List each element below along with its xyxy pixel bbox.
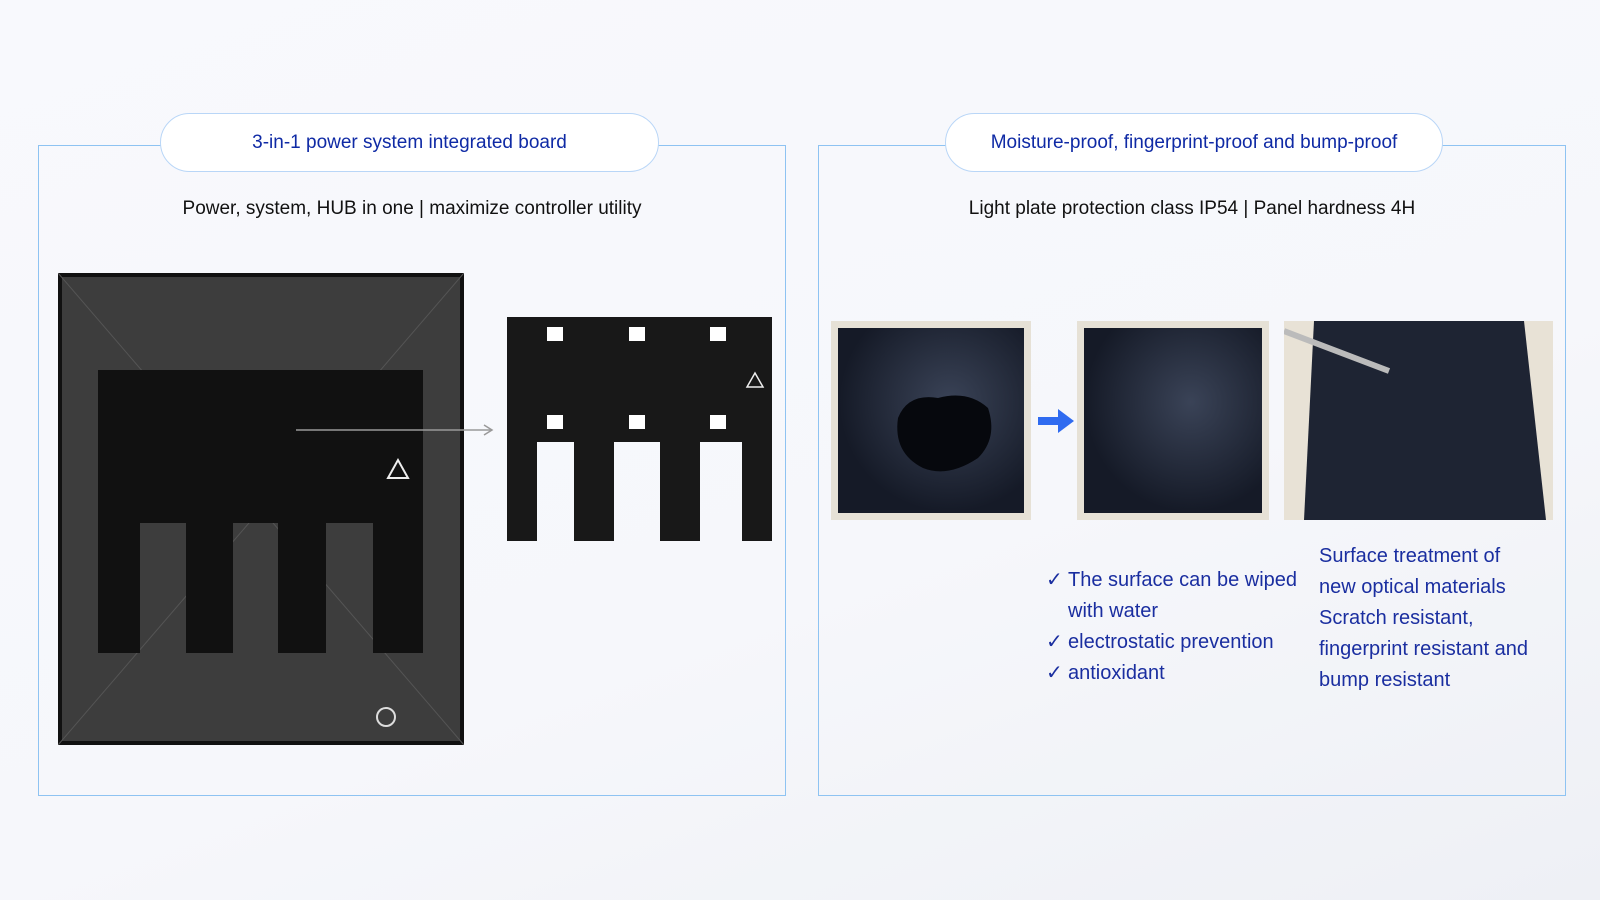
feature-checklist: ✓The surface can be wiped with water ✓el… [1046,565,1316,689]
integrated-board-image [58,273,464,745]
note-line: fingerprint resistant and [1319,638,1529,660]
check-icon: ✓ [1046,662,1063,684]
check-icon: ✓ [1046,569,1063,591]
surface-treatment-note: Surface treatment of new optical materia… [1319,541,1579,696]
checklist-item: ✓The surface can be wiped with water [1046,565,1316,627]
arrow-line [296,424,494,436]
wiped-panel-photo [1077,321,1269,520]
note-line: bump resistant [1319,669,1451,691]
wet-panel-photo [831,321,1031,520]
arrow-right-icon [1038,409,1074,433]
right-panel-subtitle: Light plate protection class IP54 | Pane… [968,198,1416,219]
left-panel-title: 3-in-1 power system integrated board [160,113,659,172]
check-icon: ✓ [1046,631,1063,653]
right-panel-title: Moisture-proof, fingerprint-proof and bu… [945,113,1443,172]
hub-board-image [507,317,772,541]
note-line: Scratch resistant, [1319,607,1474,629]
left-panel-subtitle: Power, system, HUB in one | maximize con… [182,198,642,219]
checklist-item: ✓electrostatic prevention [1046,627,1316,658]
note-line: new optical materials [1319,576,1506,598]
scratch-test-photo [1282,321,1553,520]
note-line: Surface treatment of [1319,545,1501,567]
checklist-item: ✓antioxidant [1046,658,1316,689]
